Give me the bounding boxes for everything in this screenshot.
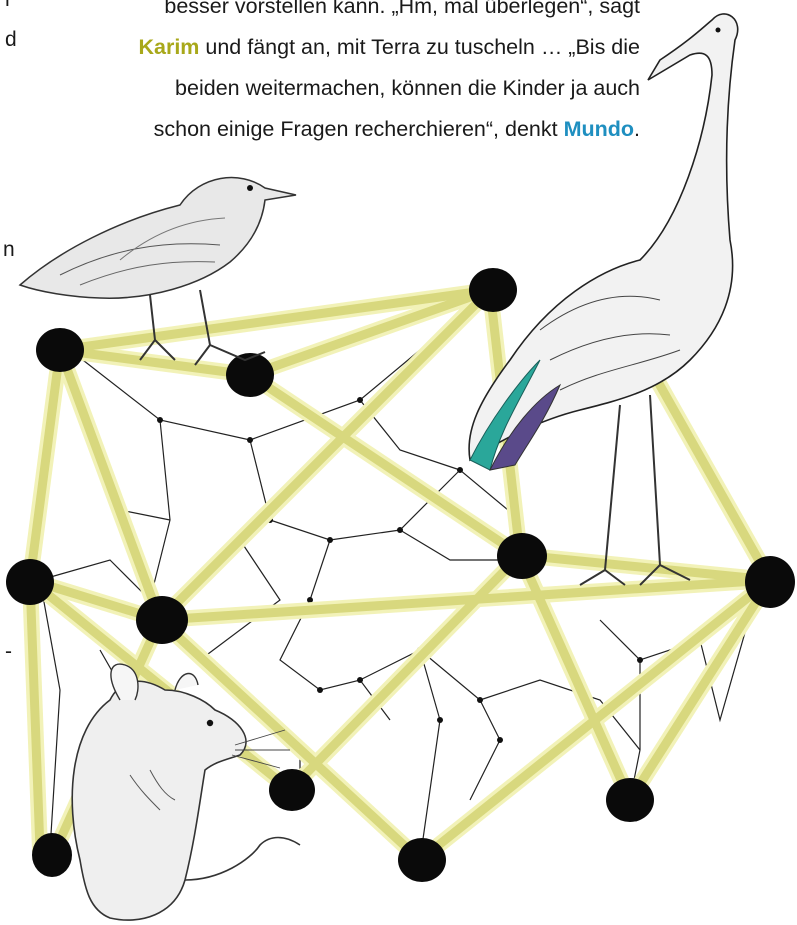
mouse-illustration-icon xyxy=(72,664,300,920)
